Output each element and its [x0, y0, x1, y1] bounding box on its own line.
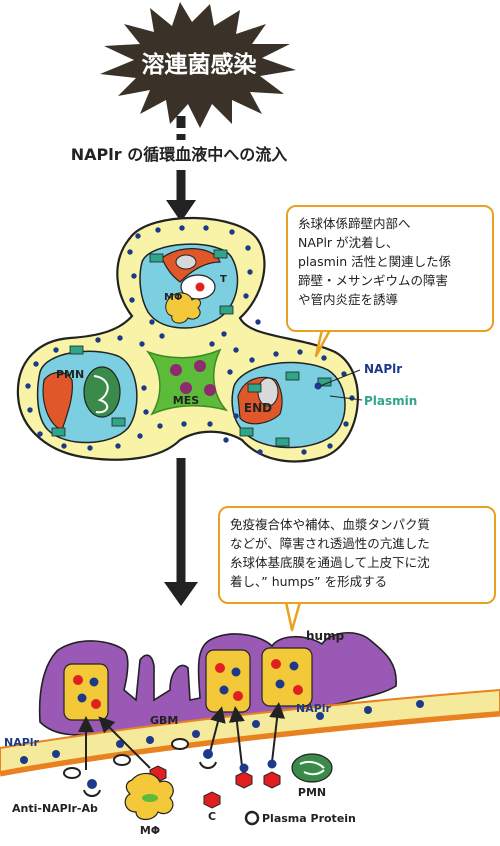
callout-top-line-5: や管内炎症を誘導: [298, 292, 399, 307]
plasmin-pointer: [329, 395, 363, 401]
arrow-1-head: [166, 200, 196, 222]
naplr-free-dot-1: [239, 763, 249, 773]
naplr-free-dot-2: [267, 759, 277, 769]
callout-bottom-line-4: 着し、” humps” を形成する: [230, 574, 388, 589]
endo-nucleus-top: [175, 254, 197, 270]
arrow-2-head: [164, 582, 198, 606]
immune-complex-1: [63, 663, 109, 721]
gbm-lower-edge: [0, 711, 500, 777]
complex-particles: [73, 659, 303, 709]
callout-bottom-line-1: 免疫複合体や補体、血漿タンパク質: [230, 517, 431, 532]
label-mphi-top: MΦ: [164, 292, 182, 303]
label-naplr-left: NAPlr: [4, 736, 40, 749]
label-plasma-protein: Plasma Protein: [262, 812, 356, 825]
callout-top-line-1: 糸球体係蹄壁内部へ: [298, 216, 411, 231]
immune-complex-3: [261, 647, 313, 707]
pmn-top-nucleus: [93, 375, 109, 414]
label-gbm: GBM: [150, 714, 178, 727]
label-anti-naplr-ab: Anti-NAPlr-Ab: [12, 802, 98, 815]
callout-top-line-2: NAPlr が沈着し、: [298, 235, 399, 250]
label-pmn-top: PMN: [56, 368, 84, 381]
immune-complex-2: [205, 649, 251, 713]
gbm-section: hump GBM NAPlr NAPlr Anti-NAPlr-Ab MΦ C …: [0, 629, 500, 837]
label-complement: C: [208, 810, 216, 823]
plasma-protein-legend-ring: [244, 810, 260, 826]
endothelium-left: [42, 371, 73, 431]
label-mes: MES: [173, 394, 199, 407]
mes-dot-4: [204, 384, 216, 396]
naplr-pointer: [319, 369, 361, 387]
mes-dot-1: [170, 364, 182, 376]
label-hump: hump: [306, 629, 345, 643]
callout-bottom-tail: [284, 600, 302, 632]
callout-bottom: 免疫複合体や補体、血漿タンパク質 などが、障害され透過性の亢進した 糸球体基底膜…: [218, 506, 496, 604]
callout-top-line-4: 蹄壁・メサンギウムの障害: [298, 273, 449, 288]
naplr-dots: [25, 225, 355, 455]
gbm-arrows: [78, 702, 286, 770]
anti-naplr-antibodies: [83, 749, 217, 797]
t-cell-nucleus: [195, 282, 205, 292]
glomerulus: MΦ T PMN MES END: [16, 216, 359, 463]
pmn-bottom-nucleus: [299, 760, 325, 776]
infection-burst: 溶連菌感染: [100, 2, 296, 128]
pmn-top-cell: [83, 366, 121, 418]
pmn-bottom-cell: [291, 753, 333, 783]
macrophage-top: [165, 292, 201, 324]
callout-top: 糸球体係蹄壁内部へ NAPlr が沈着し、 plasmin 活性と関連した係 蹄…: [286, 205, 494, 332]
callout-top-line-3: plasmin 活性と関連した係: [298, 254, 452, 269]
label-naplr-right: NAPlr: [296, 702, 332, 715]
label-pmn-bottom: PMN: [298, 786, 326, 799]
label-t-cell: T: [220, 274, 227, 285]
plasma-protein-rings: [63, 738, 189, 779]
label-end: END: [244, 401, 272, 415]
mes-dot-3: [180, 382, 192, 394]
gbm-naplr-dots: [20, 700, 424, 764]
mes-dot-2: [194, 360, 206, 372]
label-plasmin: Plasmin: [364, 394, 417, 408]
label-mphi-bottom: MΦ: [140, 824, 160, 837]
plasmin-badges: [51, 249, 332, 447]
burst-shape: [100, 2, 296, 128]
title-infection: 溶連菌感染: [142, 51, 257, 78]
step1-label: NAPlr の循環血液中への流入: [71, 145, 287, 164]
callout-bottom-line-3: 糸球体基底膜を通過して上皮下に沈: [230, 555, 430, 570]
callout-bottom-line-2: などが、障害され透過性の亢進した: [230, 536, 430, 551]
label-naplr-top: NAPlr: [364, 362, 402, 376]
mesangium: [145, 348, 229, 416]
macrophage-bottom-nucleus: [142, 794, 158, 802]
